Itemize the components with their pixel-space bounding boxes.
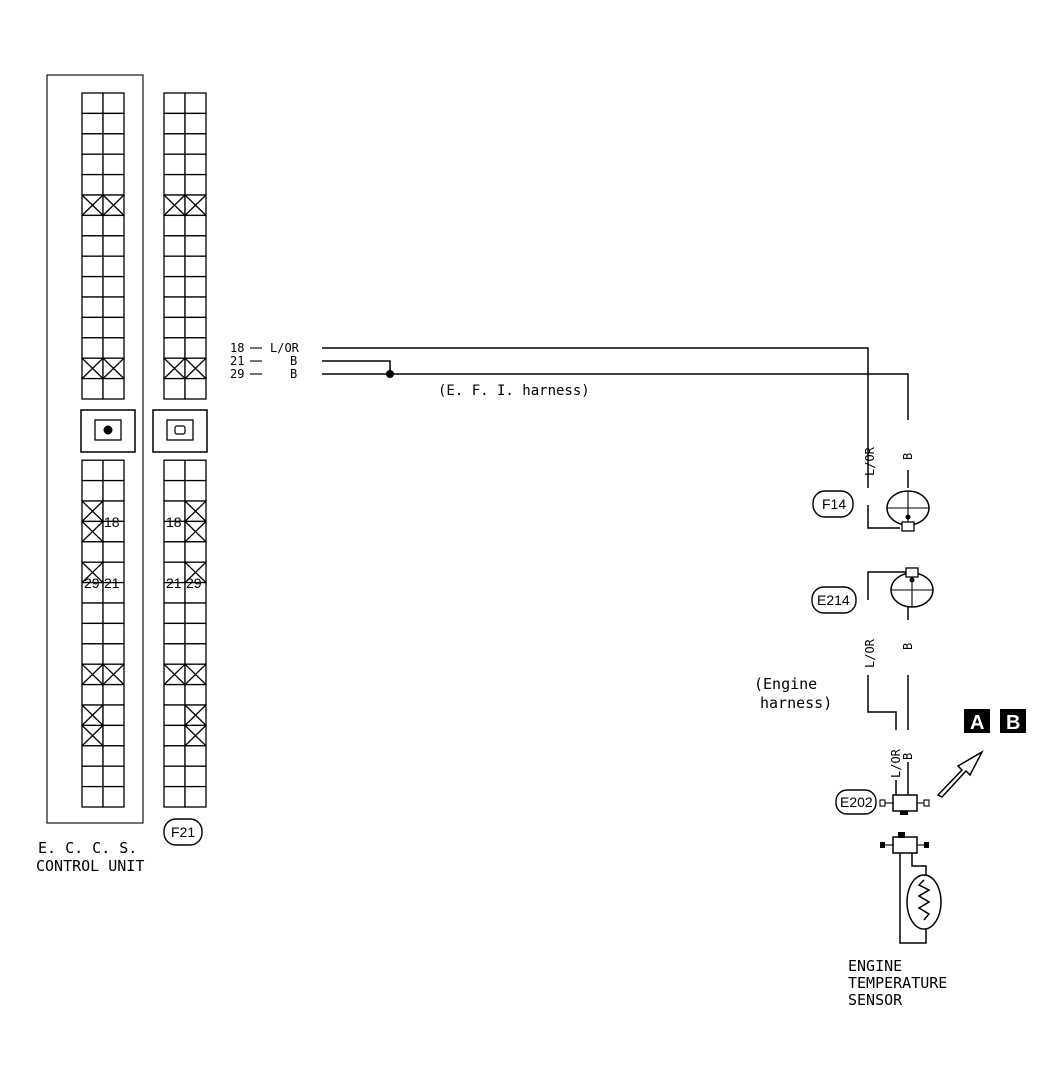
svg-text:E214: E214 [817,592,850,608]
sensor-label-line3: SENSOR [848,991,903,1009]
f21-connector [163,92,207,808]
vert-label-lor-upper: L/OR [863,446,877,476]
ecu-connector [81,92,125,808]
ecu-label-line2: CONTROL UNIT [36,857,144,875]
svg-text:E202: E202 [840,794,873,810]
f21-pin-21: 21 [166,575,182,591]
svg-text:F14: F14 [822,496,846,512]
ecu-pin-21: 21 [104,575,120,591]
arrow-icon [936,750,984,798]
badge-a: A [964,709,990,734]
wire-terminal-29: 29 [230,367,244,381]
ecu-pin-18: 18 [104,514,120,530]
wire-terminal-18: 18 [230,341,244,355]
f21-connector-lock [152,409,208,453]
engine-harness-label-line2: harness) [760,694,832,712]
vert-label-b-lower: B [901,753,915,760]
ecu-outline [46,74,144,824]
f14-connector: F14 [812,490,930,532]
ecu-pin-29: 29 [84,575,100,591]
wire-b-21 [322,360,391,374]
sensor-connector [880,832,929,854]
vert-label-lor-lower: L/OR [889,748,903,778]
f21-pin-18: 18 [166,514,182,530]
vert-label-b-middle: B [901,643,915,650]
efi-harness-label: (E. F. I. harness) [438,383,590,399]
splice-dot [386,370,394,378]
svg-text:B: B [1006,712,1020,734]
ecu-connector-lock [80,409,136,453]
engine-temperature-sensor [899,853,942,944]
wire-b-29 [322,373,909,488]
sensor-label-line2: TEMPERATURE [848,974,947,992]
sensor-label-line1: ENGINE [848,957,902,975]
wire-l-or [322,347,900,529]
e214-connector: E214 [811,567,934,620]
vert-label-b-upper: B [901,453,915,460]
vert-label-lor-middle: L/OR [863,638,877,668]
ecu-label-line1: E. C. C. S. [38,839,137,857]
f21-pin-29: 29 [186,575,202,591]
wire-terminal-21: 21 [230,354,244,368]
wire-color-29: B [290,367,297,381]
engine-harness-wires [867,675,909,730]
e202-connector: E202 [835,789,930,815]
svg-text:A: A [970,712,984,734]
svg-text:F21: F21 [171,824,195,840]
f21-id-badge: F21 [163,818,203,846]
wire-color-21: B [290,354,297,368]
badge-b: B [1000,709,1026,734]
engine-harness-label-line1: (Engine [754,675,817,693]
wire-color-18: L/OR [270,341,300,355]
